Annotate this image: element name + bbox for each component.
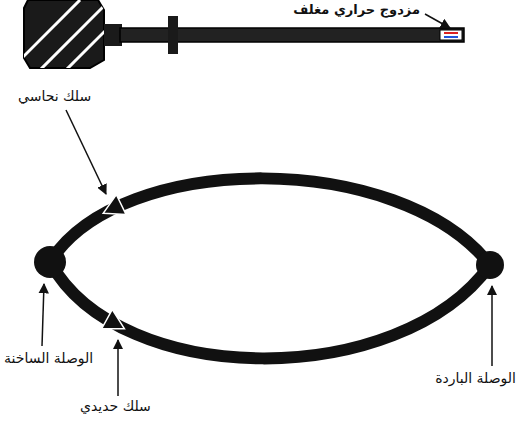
- leader-lines: [42, 110, 492, 396]
- sheathed-probe: [20, 0, 464, 76]
- part-label: سلك نحاسي: [18, 88, 91, 105]
- part-label: الوصلة الباردة: [435, 370, 516, 387]
- part-label: الوصلة الساخنة: [4, 350, 93, 367]
- thermocouple-loop: [34, 178, 504, 358]
- part-label: سلك حديدي: [80, 398, 151, 415]
- probe-label: مزدوج حراري مغلف: [293, 2, 420, 18]
